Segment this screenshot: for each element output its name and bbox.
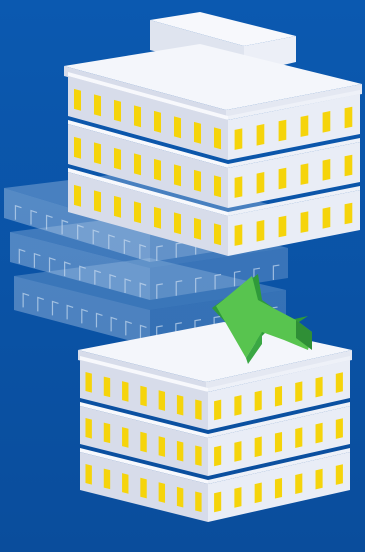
window [154,159,161,181]
window [257,172,265,194]
short-building [78,322,352,522]
window [114,148,121,170]
window [114,196,121,218]
window [74,89,81,111]
window [114,100,121,122]
window [94,142,101,164]
window [140,432,146,453]
window [255,391,262,412]
window [214,175,221,197]
window [94,190,101,212]
window [323,111,331,133]
window [134,201,141,223]
window [235,128,243,150]
window [345,155,353,177]
window [214,446,221,467]
window [214,127,221,149]
window [234,395,241,416]
window [301,115,309,137]
window [154,111,161,133]
window [214,492,221,513]
window [140,386,146,407]
window [104,423,110,444]
window [323,207,331,229]
window [194,122,201,144]
window [345,203,353,225]
window [323,159,331,181]
window [279,120,287,142]
window [279,216,287,238]
window [154,207,161,229]
window [134,105,141,127]
window [74,185,81,207]
window [234,487,241,508]
window [257,124,265,146]
window [275,478,282,499]
window [194,170,201,192]
window [159,482,165,503]
window [174,212,181,234]
window [177,441,183,462]
window [177,395,183,416]
window [316,377,323,398]
window [234,441,241,462]
window [275,432,282,453]
window [235,224,243,246]
window [301,163,309,185]
window [85,464,91,485]
window [174,164,181,186]
window [174,116,181,138]
window [279,168,287,190]
window [122,381,128,402]
window [316,469,323,490]
window [74,137,81,159]
window [295,427,302,448]
window [257,220,265,242]
window [140,478,146,499]
window [214,223,221,245]
window [122,473,128,494]
window [316,423,323,444]
window [85,418,91,439]
window [235,176,243,198]
window [255,437,262,458]
window [194,218,201,240]
window [336,464,343,485]
window [104,377,110,398]
window [177,487,183,508]
window [255,483,262,504]
window [195,399,201,420]
window [295,473,302,494]
window [104,469,110,490]
window [159,436,165,457]
window [122,427,128,448]
window [345,107,353,129]
window [336,418,343,439]
window [134,153,141,175]
window [214,400,221,421]
window [195,445,201,466]
window [301,211,309,233]
window [336,372,343,393]
window [159,390,165,411]
window [85,372,91,393]
window [195,491,201,512]
window [295,381,302,402]
window [94,94,101,116]
window [275,386,282,407]
